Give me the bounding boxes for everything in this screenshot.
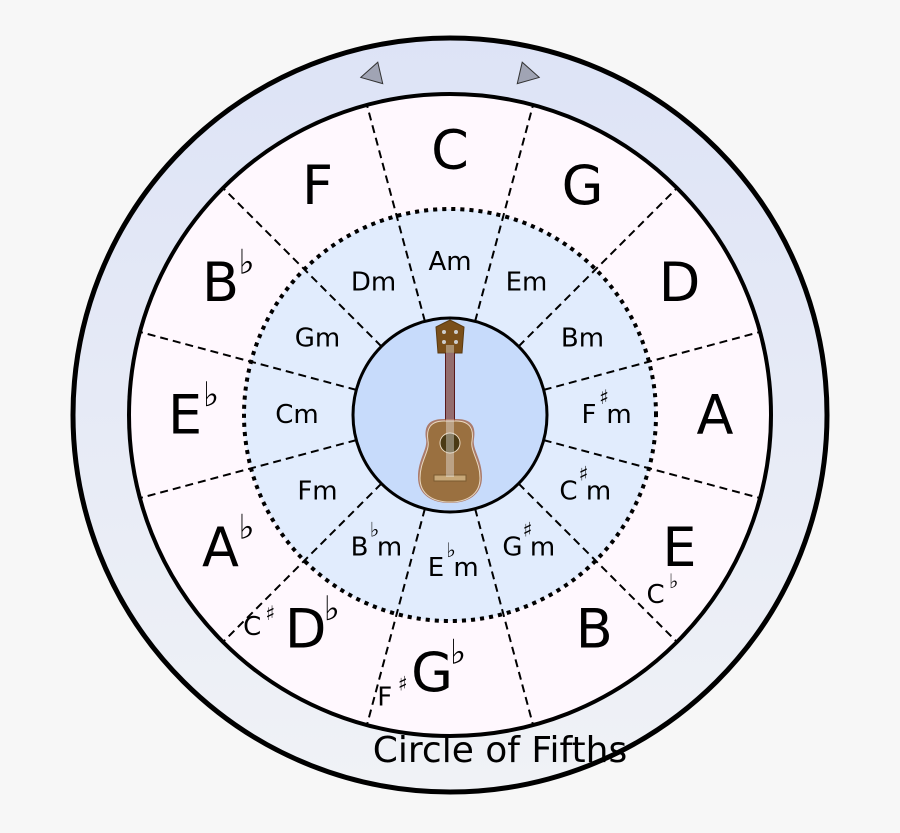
enharmonic-key-6: F	[377, 683, 392, 713]
major-key-10: B	[202, 251, 239, 314]
segment-divider	[365, 508, 426, 726]
major-key-accidental-10: ♭	[238, 243, 254, 283]
segment-divider	[543, 439, 761, 500]
minor-key-9: Cm	[275, 400, 318, 430]
segment-divider	[222, 187, 383, 348]
major-key-accidental-8: ♭	[238, 508, 254, 548]
minor-key-8: Fm	[297, 477, 337, 507]
minor-key-suffix-4: m	[586, 477, 611, 507]
major-key-3: A	[697, 384, 734, 447]
minor-key-3: F	[582, 400, 597, 430]
segment-divider	[222, 482, 383, 643]
enharmonic-key-7: C	[243, 612, 261, 642]
major-key-7: D	[285, 597, 327, 660]
minor-key-10: Gm	[295, 324, 340, 354]
diagram-title: Circle of Fifths	[373, 730, 628, 771]
minor-key-accidental-3: ♯	[599, 385, 609, 409]
clockwise-arrow-icon[interactable]	[516, 61, 541, 88]
major-key-2: D	[659, 251, 701, 314]
minor-key-0: Am	[428, 247, 471, 277]
major-key-4: E	[662, 516, 696, 579]
segment-divider	[365, 104, 426, 322]
major-key-11: F	[302, 154, 333, 217]
rotation-arrows	[358, 61, 541, 88]
minor-key-6: E	[428, 553, 444, 583]
segment-divider	[139, 439, 357, 500]
segment-divider	[474, 508, 535, 726]
minor-key-suffix-7: m	[377, 533, 402, 563]
enharmonic-key-5: C	[647, 580, 665, 610]
minor-key-5: G	[502, 533, 522, 563]
minor-key-2: Bm	[561, 324, 604, 354]
segment-divider	[474, 104, 535, 322]
segment-dividers	[139, 104, 761, 726]
major-key-accidental-9: ♭	[203, 375, 219, 415]
segment-divider	[517, 482, 678, 643]
minor-key-1: Em	[506, 267, 548, 297]
major-key-8: A	[202, 516, 239, 579]
minor-ring-dotted-border	[242, 207, 658, 623]
minor-key-4: C	[559, 477, 577, 507]
minor-key-suffix-5: m	[530, 533, 555, 563]
minor-key-accidental-7: ♭	[370, 518, 379, 542]
segment-divider	[517, 187, 678, 348]
major-key-5: B	[576, 597, 613, 660]
major-key-6: G	[411, 641, 453, 704]
minor-key-11: Dm	[351, 267, 396, 297]
major-key-1: G	[562, 154, 604, 217]
enharmonic-accidental-6: ♯	[398, 672, 408, 696]
major-key-9: E	[168, 384, 202, 447]
minor-key-accidental-6: ♭	[446, 538, 455, 562]
ukulele-icon	[418, 319, 482, 503]
minor-key-7: B	[351, 533, 369, 563]
segment-divider	[139, 330, 357, 391]
minor-key-accidental-5: ♯	[523, 518, 533, 542]
major-key-0: C	[431, 119, 469, 182]
counterclockwise-arrow-icon[interactable]	[358, 61, 384, 88]
minor-key-suffix-3: m	[606, 400, 631, 430]
major-key-accidental-6: ♭	[450, 632, 466, 672]
enharmonic-accidental-7: ♯	[265, 601, 275, 625]
enharmonic-accidental-5: ♭	[669, 569, 678, 593]
major-key-accidental-7: ♭	[324, 589, 340, 629]
minor-key-accidental-4: ♯	[579, 462, 589, 486]
minor-key-suffix-6: m	[453, 553, 478, 583]
segment-divider	[543, 330, 761, 391]
